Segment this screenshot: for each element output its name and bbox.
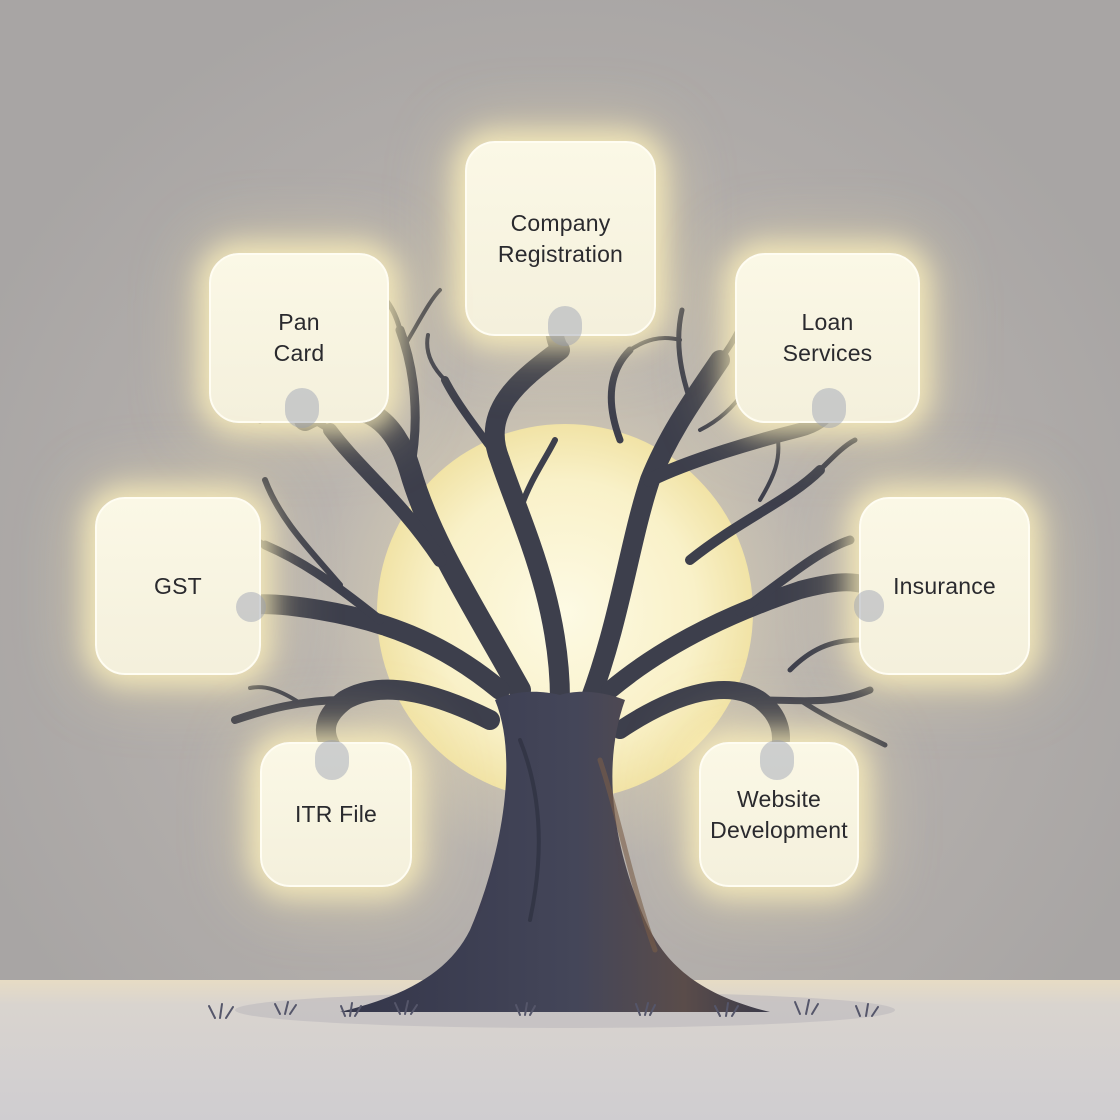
loan-services-label: Loan Services: [782, 309, 873, 366]
insurance-label: Insurance: [893, 572, 996, 599]
pan-card-card[interactable]: Pan Card: [209, 253, 389, 423]
pan-card-label: Pan Card: [273, 309, 325, 366]
gst-card[interactable]: GST: [95, 497, 261, 675]
insurance-card[interactable]: Insurance: [859, 497, 1030, 675]
tree-trunk: [340, 691, 770, 1012]
itr-file-connector: [315, 740, 349, 780]
pan-card-connector: [285, 388, 319, 428]
company-registration-card[interactable]: Company Registration: [465, 141, 656, 336]
company-registration-label: Company Registration: [497, 209, 624, 267]
loan-services-connector: [812, 388, 846, 428]
company-registration-connector: [548, 306, 582, 346]
gst-label: GST: [154, 572, 202, 599]
gst-connector: [236, 592, 266, 622]
grass-tufts: [208, 999, 879, 1019]
loan-services-card[interactable]: Loan Services: [735, 253, 920, 423]
website-development-label: Website Development: [710, 785, 848, 843]
website-development-connector: [760, 740, 794, 780]
insurance-connector: [854, 590, 884, 622]
itr-file-label: ITR File: [294, 801, 378, 827]
itr-file-card[interactable]: ITR File: [260, 742, 412, 887]
website-development-card[interactable]: Website Development: [699, 742, 859, 887]
